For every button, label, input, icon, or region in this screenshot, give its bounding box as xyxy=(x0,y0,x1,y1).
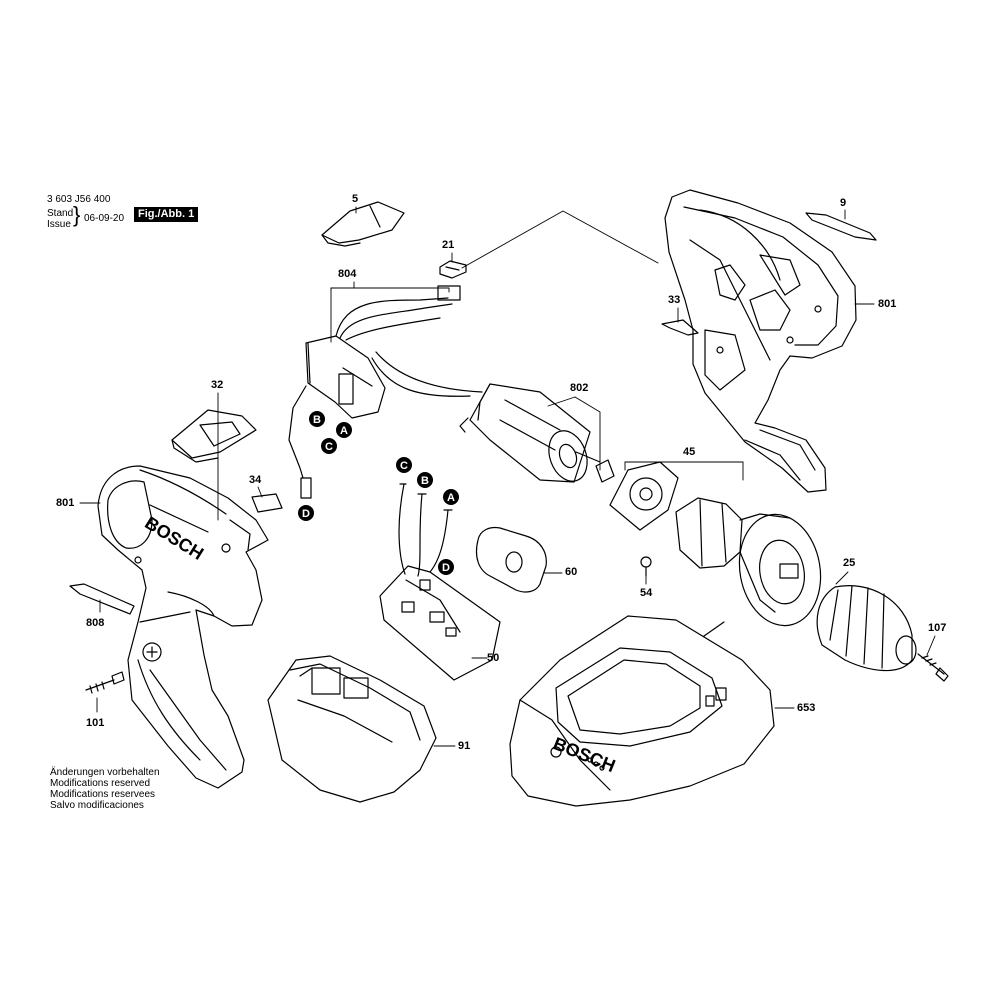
note-es: Salvo modificaciones xyxy=(50,800,144,811)
part-label-25: 25 xyxy=(843,557,856,569)
marker-c-board: C xyxy=(400,460,408,472)
part-label-107: 107 xyxy=(928,622,947,634)
part-91-battery xyxy=(267,655,437,803)
part-label-32: 32 xyxy=(211,379,224,391)
part-label-45: 45 xyxy=(683,446,696,458)
part-label-802: 802 xyxy=(570,382,589,394)
part-label-9: 9 xyxy=(840,197,847,209)
marker-d-switch: D xyxy=(302,508,310,520)
part-54-screw xyxy=(640,556,652,577)
part-34-clip xyxy=(251,493,283,513)
part-label-653: 653 xyxy=(797,702,816,714)
part-label-21: 21 xyxy=(442,239,455,251)
connector-markers-board: C B A D xyxy=(396,457,459,575)
marker-c-switch: C xyxy=(325,441,333,453)
note-fr: Modifications reservees xyxy=(50,789,156,800)
part-101-screw xyxy=(85,671,125,694)
part-32-cover xyxy=(171,409,257,463)
part-808-strip xyxy=(69,583,135,615)
part-9-strip xyxy=(805,212,877,241)
part-802-motor xyxy=(459,383,615,483)
part-5-switch-cap xyxy=(321,201,405,247)
part-label-33: 33 xyxy=(668,294,681,306)
part-label-91: 91 xyxy=(458,740,471,752)
part-label-801-left: 801 xyxy=(56,497,75,509)
marker-a-switch: A xyxy=(340,425,348,437)
part-804-switch xyxy=(288,285,483,499)
part-25-chuck xyxy=(816,585,917,672)
part-50-circuit-board xyxy=(379,483,501,681)
marker-b-switch: B xyxy=(313,414,321,426)
note-de: Änderungen vorbehalten xyxy=(50,767,160,778)
part-801-left-housing xyxy=(97,465,269,789)
part-801-right-housing xyxy=(664,189,857,493)
brand-lettering-housing: BOSCH xyxy=(141,513,207,564)
part-label-34: 34 xyxy=(249,474,262,486)
part-60-pad xyxy=(475,526,547,593)
part-45-gearbox xyxy=(609,461,822,627)
leader-lines xyxy=(79,206,936,747)
part-label-801-right: 801 xyxy=(878,298,897,310)
part-33-clip xyxy=(661,319,699,336)
part-label-54: 54 xyxy=(640,587,653,599)
issue-date: 06-09-20 xyxy=(84,213,125,224)
marker-a-board: A xyxy=(447,492,455,504)
part-label-808: 808 xyxy=(86,617,105,629)
figure-label: Fig./Abb. 1 xyxy=(134,207,199,222)
brand-lettering-charger: BOSCH xyxy=(550,733,618,776)
part-label-5: 5 xyxy=(352,193,359,205)
note-en: Modifications reserved xyxy=(50,778,151,789)
issue-label: Issue xyxy=(47,219,71,230)
connector-markers-switch: B C A D xyxy=(298,411,352,521)
marker-d-board: D xyxy=(442,562,450,574)
part-label-101: 101 xyxy=(86,717,105,729)
stand-label: Stand xyxy=(47,208,74,219)
part-653-charger xyxy=(509,615,775,807)
document-number: 3 603 J56 400 xyxy=(47,194,111,205)
part-107-screw xyxy=(917,653,949,682)
part-label-804: 804 xyxy=(338,268,357,280)
brace-icon: } xyxy=(73,202,81,227)
marker-b-board: B xyxy=(421,475,429,487)
part-21-clip xyxy=(439,260,467,279)
part-label-60: 60 xyxy=(565,566,578,578)
